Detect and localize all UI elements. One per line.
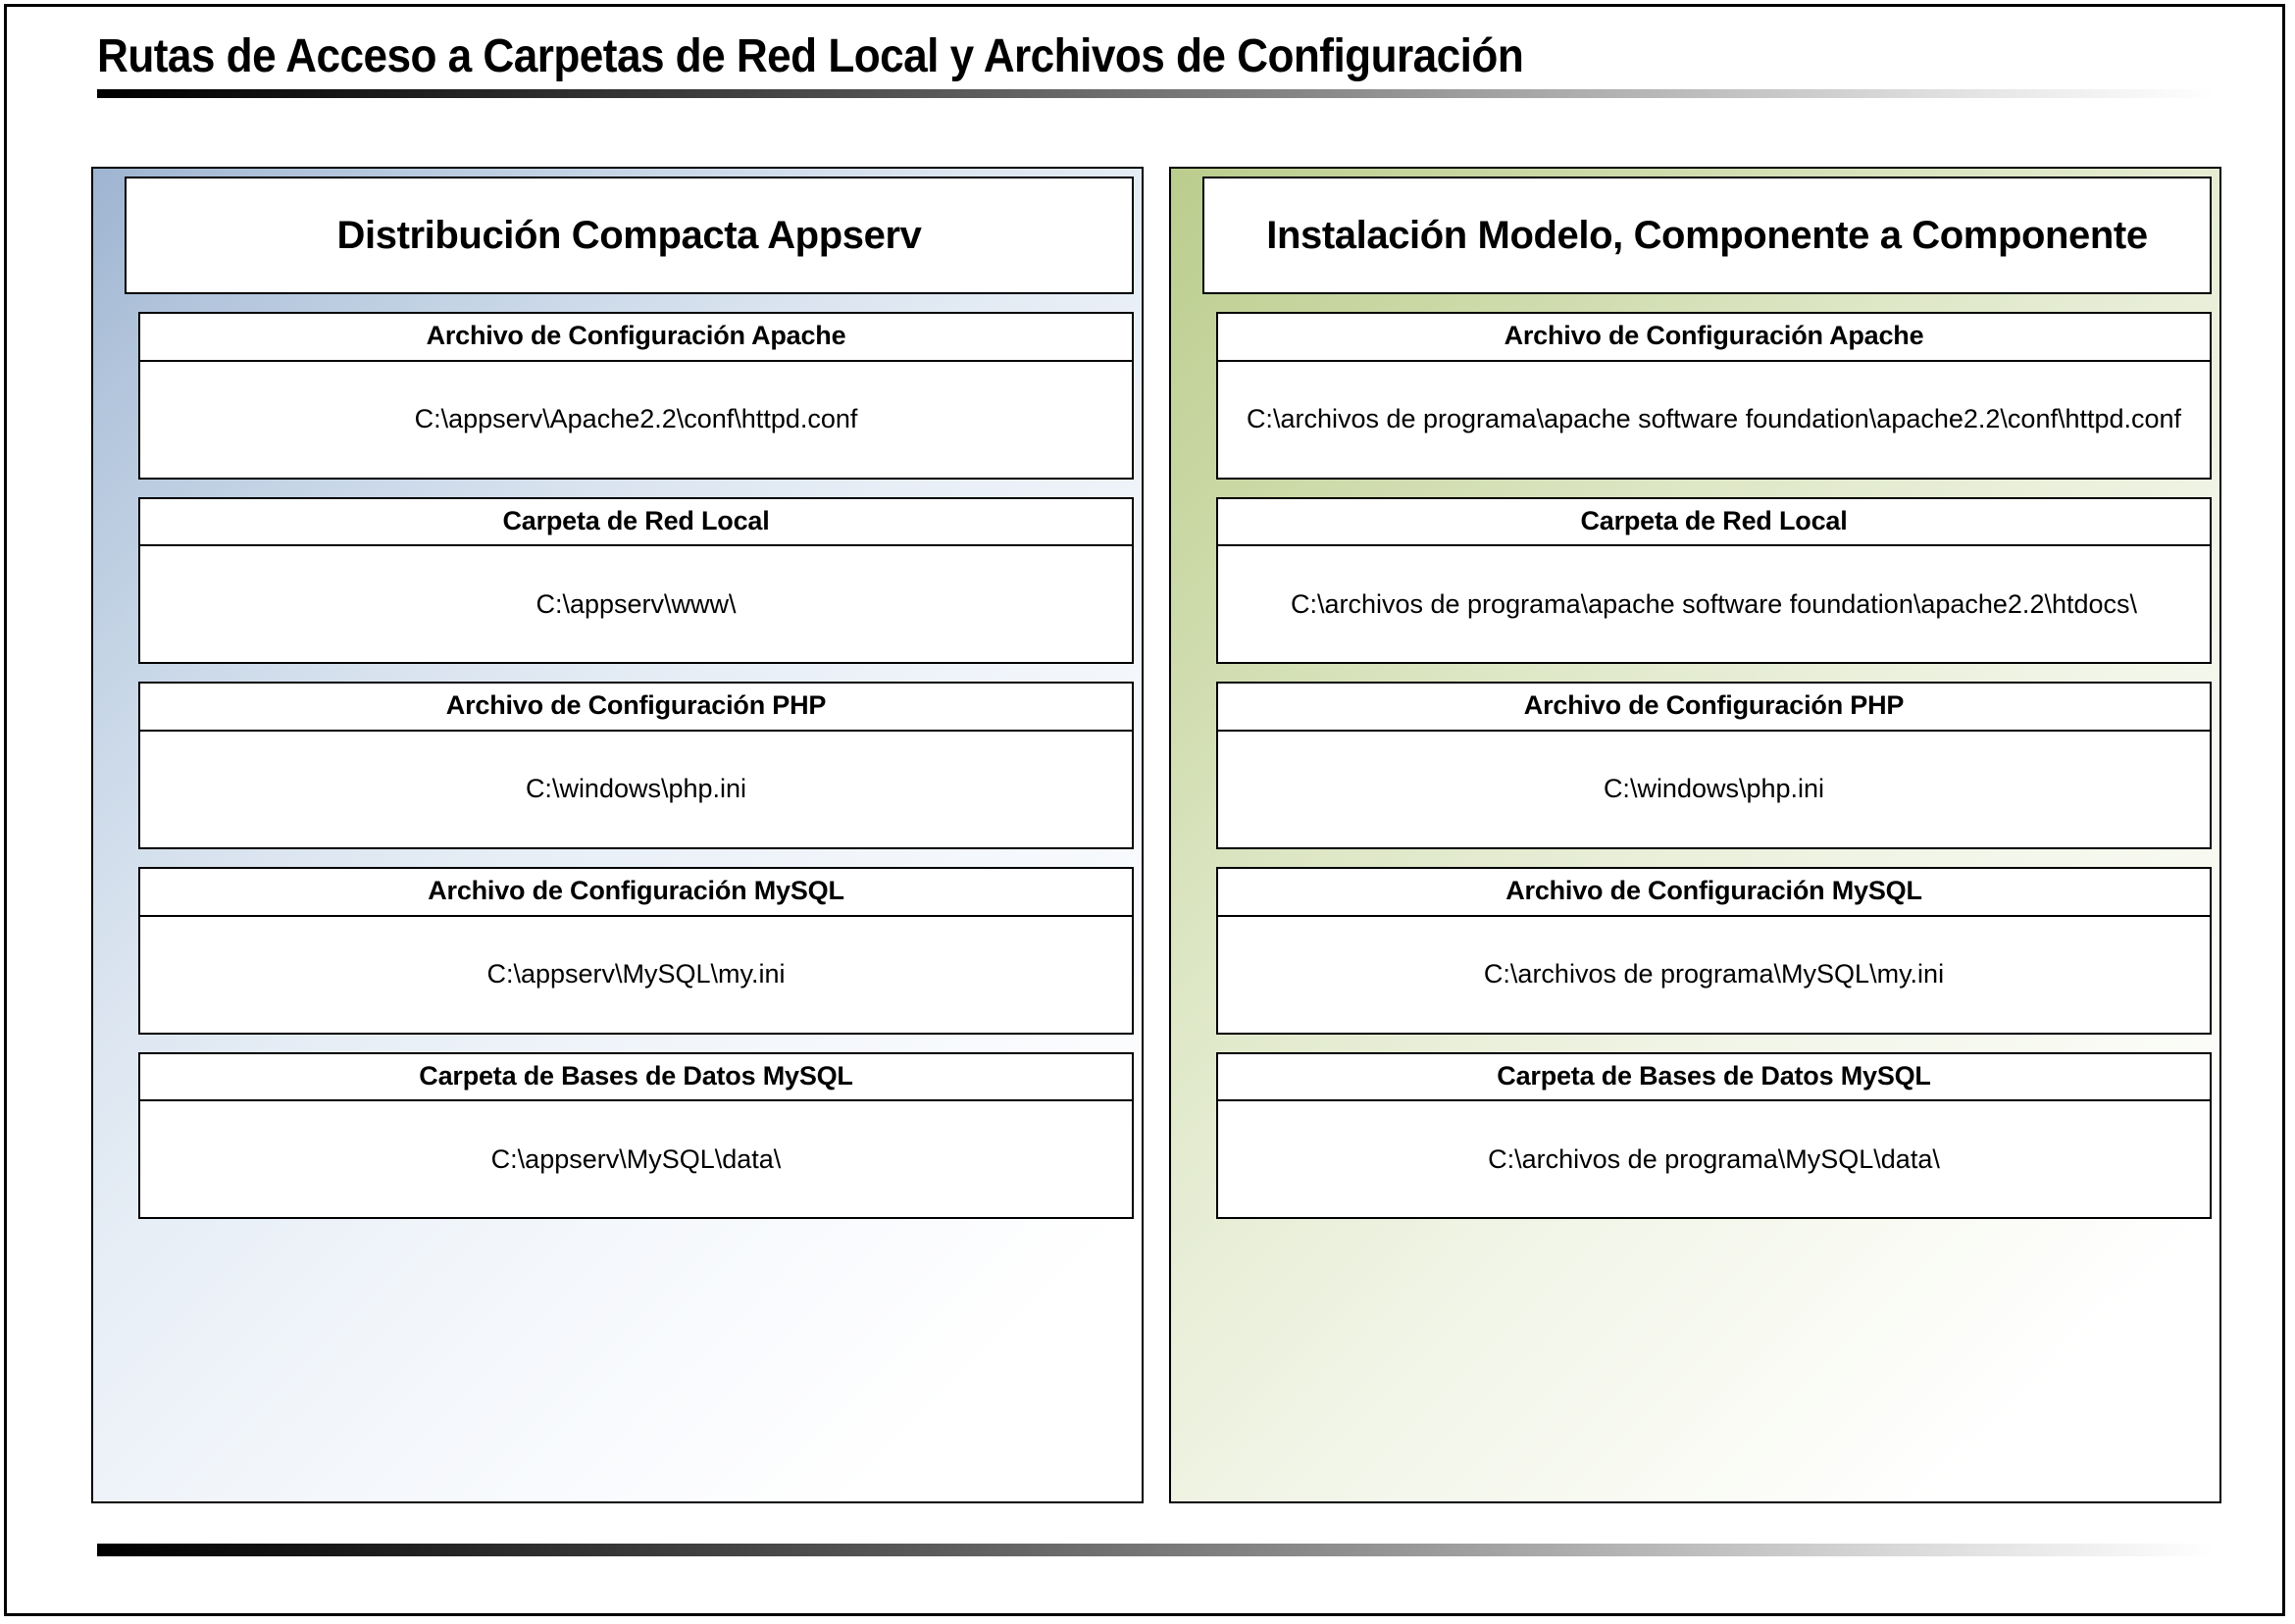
entry-value: C:\appserv\MySQL\data\ — [490, 1143, 782, 1174]
title-block: Rutas de Acceso a Carpetas de Red Local … — [97, 30, 2216, 98]
entry-card: Archivo de Configuración PHP C:\windows\… — [138, 682, 1134, 850]
panels-container: Distribución Compacta Appserv Archivo de… — [91, 167, 2221, 1503]
entry-label: Archivo de Configuración Apache — [140, 314, 1132, 362]
entry-card: Archivo de Configuración PHP C:\windows\… — [1216, 682, 2212, 850]
entry-card: Archivo de Configuración MySQL C:\archiv… — [1216, 867, 2212, 1035]
panel-left-entries: Archivo de Configuración Apache C:\appse… — [138, 312, 1134, 1220]
entry-label: Carpeta de Bases de Datos MySQL — [1218, 1054, 2210, 1102]
entry-card: Carpeta de Red Local C:\archivos de prog… — [1216, 496, 2212, 665]
panel-right-header-card: Instalación Modelo, Componente a Compone… — [1202, 177, 2212, 294]
entry-label: Carpeta de Bases de Datos MySQL — [140, 1054, 1132, 1102]
entry-label: Carpeta de Red Local — [1218, 499, 2210, 547]
entry-value: C:\appserv\Apache2.2\conf\httpd.conf — [414, 403, 858, 433]
entry-label: Carpeta de Red Local — [140, 499, 1132, 547]
entry-label: Archivo de Configuración MySQL — [140, 869, 1132, 917]
entry-value: C:\archivos de programa\MySQL\my.ini — [1483, 958, 1945, 989]
page-title: Rutas de Acceso a Carpetas de Red Local … — [97, 30, 1524, 82]
entry-card: Archivo de Configuración Apache C:\appse… — [138, 312, 1134, 480]
bottom-rule — [97, 1544, 2216, 1556]
panel-right-entries: Archivo de Configuración Apache C:\archi… — [1216, 312, 2212, 1220]
entry-card: Carpeta de Bases de Datos MySQL C:\archi… — [1216, 1051, 2212, 1220]
entry-label: Archivo de Configuración MySQL — [1218, 869, 2210, 917]
entry-value: C:\archivos de programa\apache software … — [1290, 588, 2138, 619]
entry-card: Archivo de Configuración Apache C:\archi… — [1216, 312, 2212, 480]
entry-card: Carpeta de Bases de Datos MySQL C:\appse… — [138, 1051, 1134, 1220]
page-frame: Rutas de Acceso a Carpetas de Red Local … — [4, 4, 2285, 1616]
panel-left-appserv: Distribución Compacta Appserv Archivo de… — [91, 167, 1144, 1503]
entry-label: Archivo de Configuración PHP — [140, 684, 1132, 733]
title-underline-rule — [97, 88, 2216, 98]
entry-label: Archivo de Configuración PHP — [1218, 684, 2210, 733]
entry-value: C:\appserv\www\ — [536, 588, 737, 619]
entry-card: Carpeta de Red Local C:\appserv\www\ — [138, 496, 1134, 665]
panel-right-modelo: Instalación Modelo, Componente a Compone… — [1169, 167, 2221, 1503]
entry-card: Archivo de Configuración MySQL C:\appser… — [138, 867, 1134, 1035]
entry-label: Archivo de Configuración Apache — [1218, 314, 2210, 362]
entry-value: C:\appserv\MySQL\my.ini — [486, 958, 786, 989]
entry-value: C:\archivos de programa\MySQL\data\ — [1488, 1143, 1940, 1174]
panel-right-header-title: Instalación Modelo, Componente a Compone… — [1266, 213, 2148, 257]
entry-value: C:\windows\php.ini — [525, 774, 747, 804]
panel-left-header-title: Distribución Compacta Appserv — [336, 213, 922, 257]
panel-left-header-card: Distribución Compacta Appserv — [125, 177, 1134, 294]
entry-value: C:\archivos de programa\apache software … — [1246, 403, 2182, 433]
entry-value: C:\windows\php.ini — [1603, 774, 1825, 804]
